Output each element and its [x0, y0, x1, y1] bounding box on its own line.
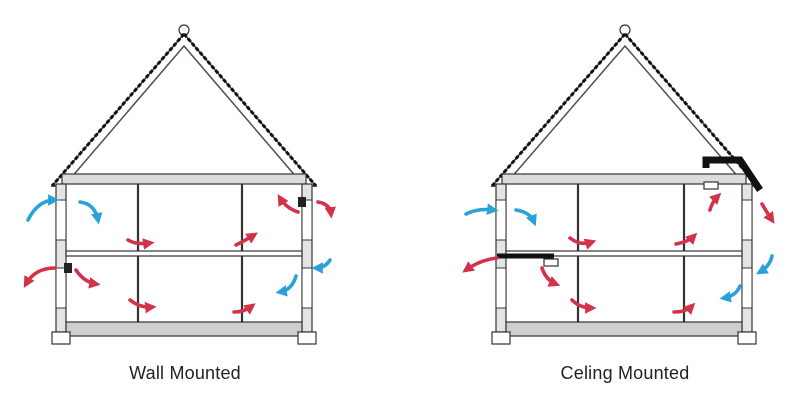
roof — [50, 24, 318, 187]
airflow-arrow-icon — [234, 232, 258, 247]
ventilation-unit-icon — [543, 258, 559, 267]
ceiling-slab — [61, 173, 307, 185]
airflow-arrow-icon — [275, 274, 298, 297]
house-section-ceiling-mounted — [462, 24, 775, 345]
caption-wall-mounted: Wall Mounted — [129, 363, 241, 383]
airflow-arrow-icon — [26, 194, 60, 222]
airflow-arrows — [23, 194, 337, 315]
house-section-wall-mounted — [23, 24, 337, 345]
airflow-arrow-icon — [277, 194, 300, 214]
airflow-arrow-icon — [674, 232, 698, 246]
ventilation-unit-icon — [703, 181, 719, 190]
airflow-arrow-icon — [126, 238, 155, 250]
airflow-arrow-icon — [760, 202, 775, 224]
airflow-arrow-icon — [78, 200, 103, 225]
airflow-arrow-icon — [316, 200, 337, 219]
airflow-arrow-icon — [23, 266, 57, 289]
airflow-arrow-icon — [540, 266, 561, 287]
airflow-arrow-icon — [462, 256, 499, 273]
caption-ceiling-mounted: Celing Mounted — [560, 363, 690, 383]
middle-floor — [65, 250, 303, 257]
ventilation-unit-icon — [298, 197, 306, 207]
airflow-arrow-icon — [464, 203, 499, 216]
ground-slab — [65, 321, 303, 337]
airflow-arrow-icon — [672, 302, 696, 315]
airflow-arrow-icon — [719, 284, 742, 303]
airflow-arrows — [462, 192, 775, 315]
airflow-arrow-icon — [232, 303, 256, 315]
airflow-arrow-icon — [570, 298, 597, 314]
airflow-arrow-icon — [514, 208, 537, 227]
airflow-arrow-icon — [568, 236, 597, 250]
airflow-arrow-icon — [128, 298, 157, 314]
airflow-arrow-icon — [74, 268, 101, 289]
airflow-arrow-icon — [708, 192, 722, 212]
ceiling-slab — [501, 173, 747, 185]
airflow-arrow-icon — [756, 254, 774, 275]
ventilation-unit-icon — [64, 263, 72, 273]
airflow-arrow-icon — [311, 258, 332, 274]
duct-icon — [702, 156, 763, 192]
ground-slab — [505, 321, 743, 337]
